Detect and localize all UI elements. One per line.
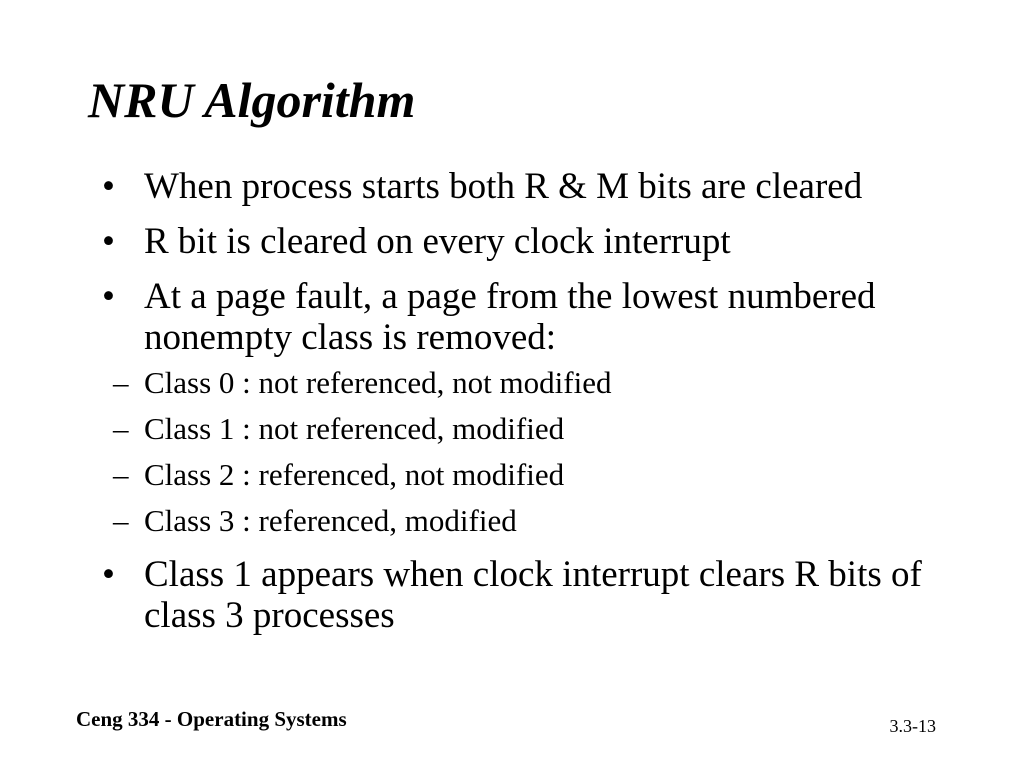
bullet-item: • Class 1 appears when clock interrupt c… bbox=[100, 554, 980, 636]
bullet-text: At a page fault, a page from the lowest … bbox=[144, 276, 876, 358]
sub-text: Class 3 : referenced, modified bbox=[144, 503, 517, 538]
bullet-list: • When process starts both R & M bits ar… bbox=[100, 166, 980, 650]
slide-title: NRU Algorithm bbox=[88, 72, 416, 128]
footer-course: Ceng 334 - Operating Systems bbox=[76, 707, 347, 731]
sub-marker: – bbox=[113, 503, 129, 538]
sub-text: Class 2 : referenced, not modified bbox=[144, 457, 565, 492]
sub-text: Class 1 : not referenced, modified bbox=[144, 411, 565, 446]
bullet-text: When process starts both R & M bits are … bbox=[144, 166, 863, 207]
sub-text: Class 0 : not referenced, not modified bbox=[144, 365, 612, 400]
sub-marker: – bbox=[113, 457, 129, 492]
class-sublist: – Class 0 : not referenced, not modified… bbox=[113, 364, 980, 540]
sub-marker: – bbox=[113, 411, 129, 446]
bullet-item: • At a page fault, a page from the lowes… bbox=[100, 276, 980, 540]
sub-item: – Class 1 : not referenced, modified bbox=[113, 410, 980, 448]
sub-marker: – bbox=[113, 365, 129, 400]
bullet-marker: • bbox=[102, 221, 115, 262]
bullet-text: R bit is cleared on every clock interrup… bbox=[144, 221, 731, 262]
bullet-text: Class 1 appears when clock interrupt cle… bbox=[144, 554, 922, 636]
bullet-item: • When process starts both R & M bits ar… bbox=[100, 166, 980, 207]
sub-item: – Class 3 : referenced, modified bbox=[113, 502, 980, 540]
slide-number: 3.3-13 bbox=[889, 716, 937, 736]
sub-item: – Class 2 : referenced, not modified bbox=[113, 456, 980, 494]
bullet-marker: • bbox=[102, 276, 115, 317]
bullet-item: • R bit is cleared on every clock interr… bbox=[100, 221, 980, 262]
bullet-marker: • bbox=[102, 166, 115, 207]
bullet-marker: • bbox=[102, 554, 115, 595]
sub-item: – Class 0 : not referenced, not modified bbox=[113, 364, 980, 402]
